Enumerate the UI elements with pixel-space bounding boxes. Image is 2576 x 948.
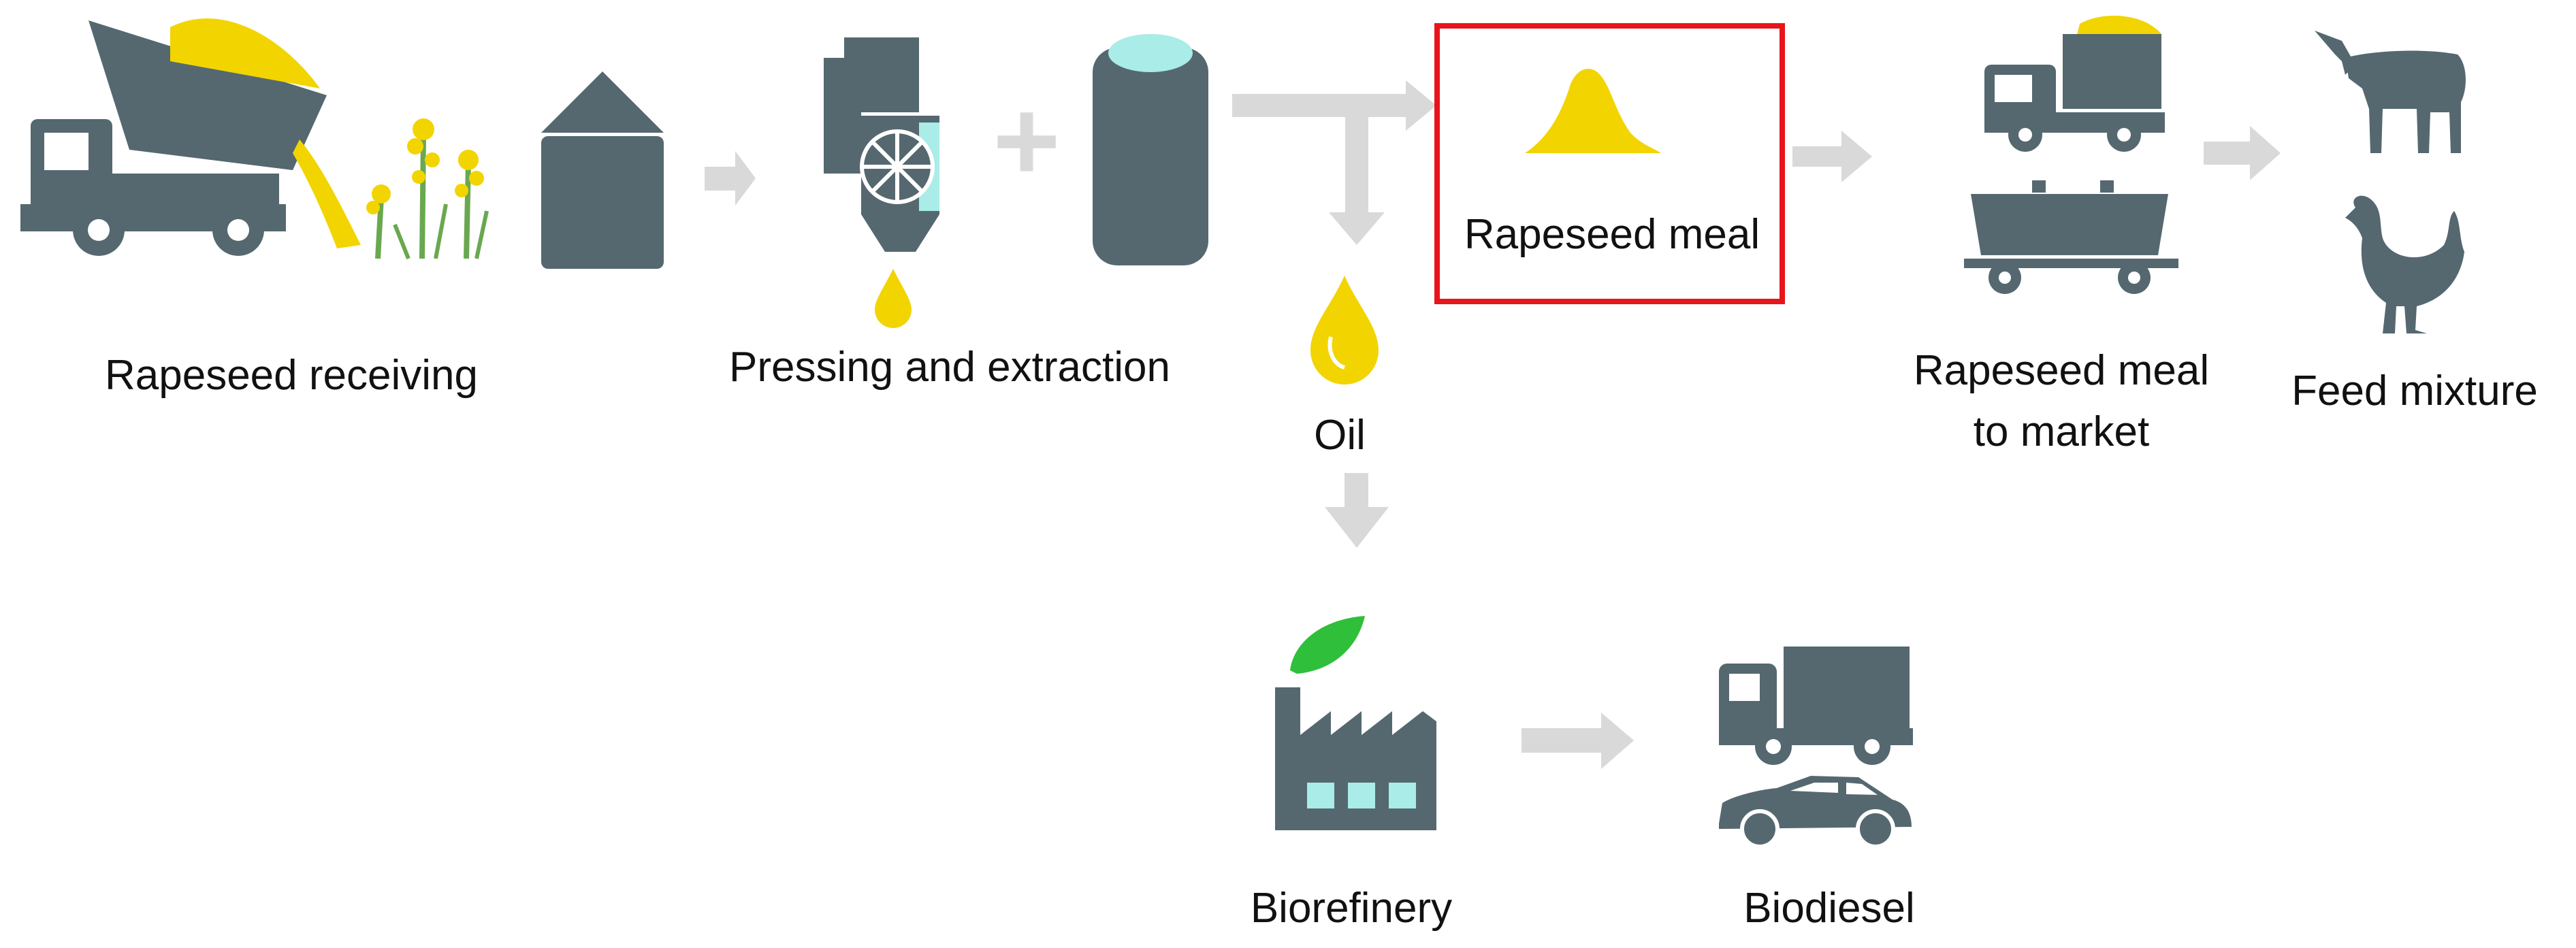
label-rapeseed-receiving: Rapeseed receiving — [105, 352, 478, 399]
truck-icon — [1719, 647, 1913, 765]
truck-icon — [1984, 16, 2165, 152]
factory-icon — [1275, 687, 1436, 830]
highlight-box-rapeseed-meal — [1434, 23, 1785, 304]
label-meal-to-market-line2: to market — [1974, 408, 2149, 455]
label-feed-mixture: Feed mixture — [2291, 367, 2538, 414]
press-icon — [824, 37, 939, 252]
rail-wagon-icon — [1964, 180, 2178, 294]
cow-icon — [2315, 31, 2466, 153]
arrow-biorefinery-to-biodiesel — [1522, 713, 1634, 769]
arrow-meal-to-market — [1792, 131, 1872, 182]
meal-pile-icon — [1525, 69, 1661, 153]
rapeseed-plant-icon — [366, 118, 489, 260]
label-pressing-and-extraction: Pressing and extraction — [729, 344, 1170, 391]
silo-icon — [541, 71, 664, 269]
oil-drop-icon — [1310, 276, 1379, 385]
label-rapeseed-meal: Rapeseed meal — [1464, 211, 1760, 258]
dump-truck-icon — [20, 18, 361, 256]
label-meal-to-market-line1: Rapeseed meal — [1914, 347, 2209, 394]
oil-drop-icon — [875, 269, 912, 328]
arrow-oil-to-biorefinery — [1325, 473, 1389, 548]
tank-icon — [1093, 34, 1208, 265]
arrow-receiving-to-silo — [705, 151, 756, 206]
label-biodiesel: Biodiesel — [1743, 885, 1915, 932]
label-oil: Oil — [1314, 412, 1366, 459]
car-icon — [1719, 776, 1912, 849]
leaf-icon — [1290, 616, 1365, 674]
arrow-split-meal-oil — [1232, 80, 1436, 245]
label-biorefinery: Biorefinery — [1251, 885, 1452, 932]
plus-sign: + — [993, 76, 1060, 206]
oil-drop-highlight — [1327, 336, 1346, 370]
arrow-market-to-feed — [2204, 126, 2281, 180]
rooster-icon — [2345, 195, 2464, 333]
